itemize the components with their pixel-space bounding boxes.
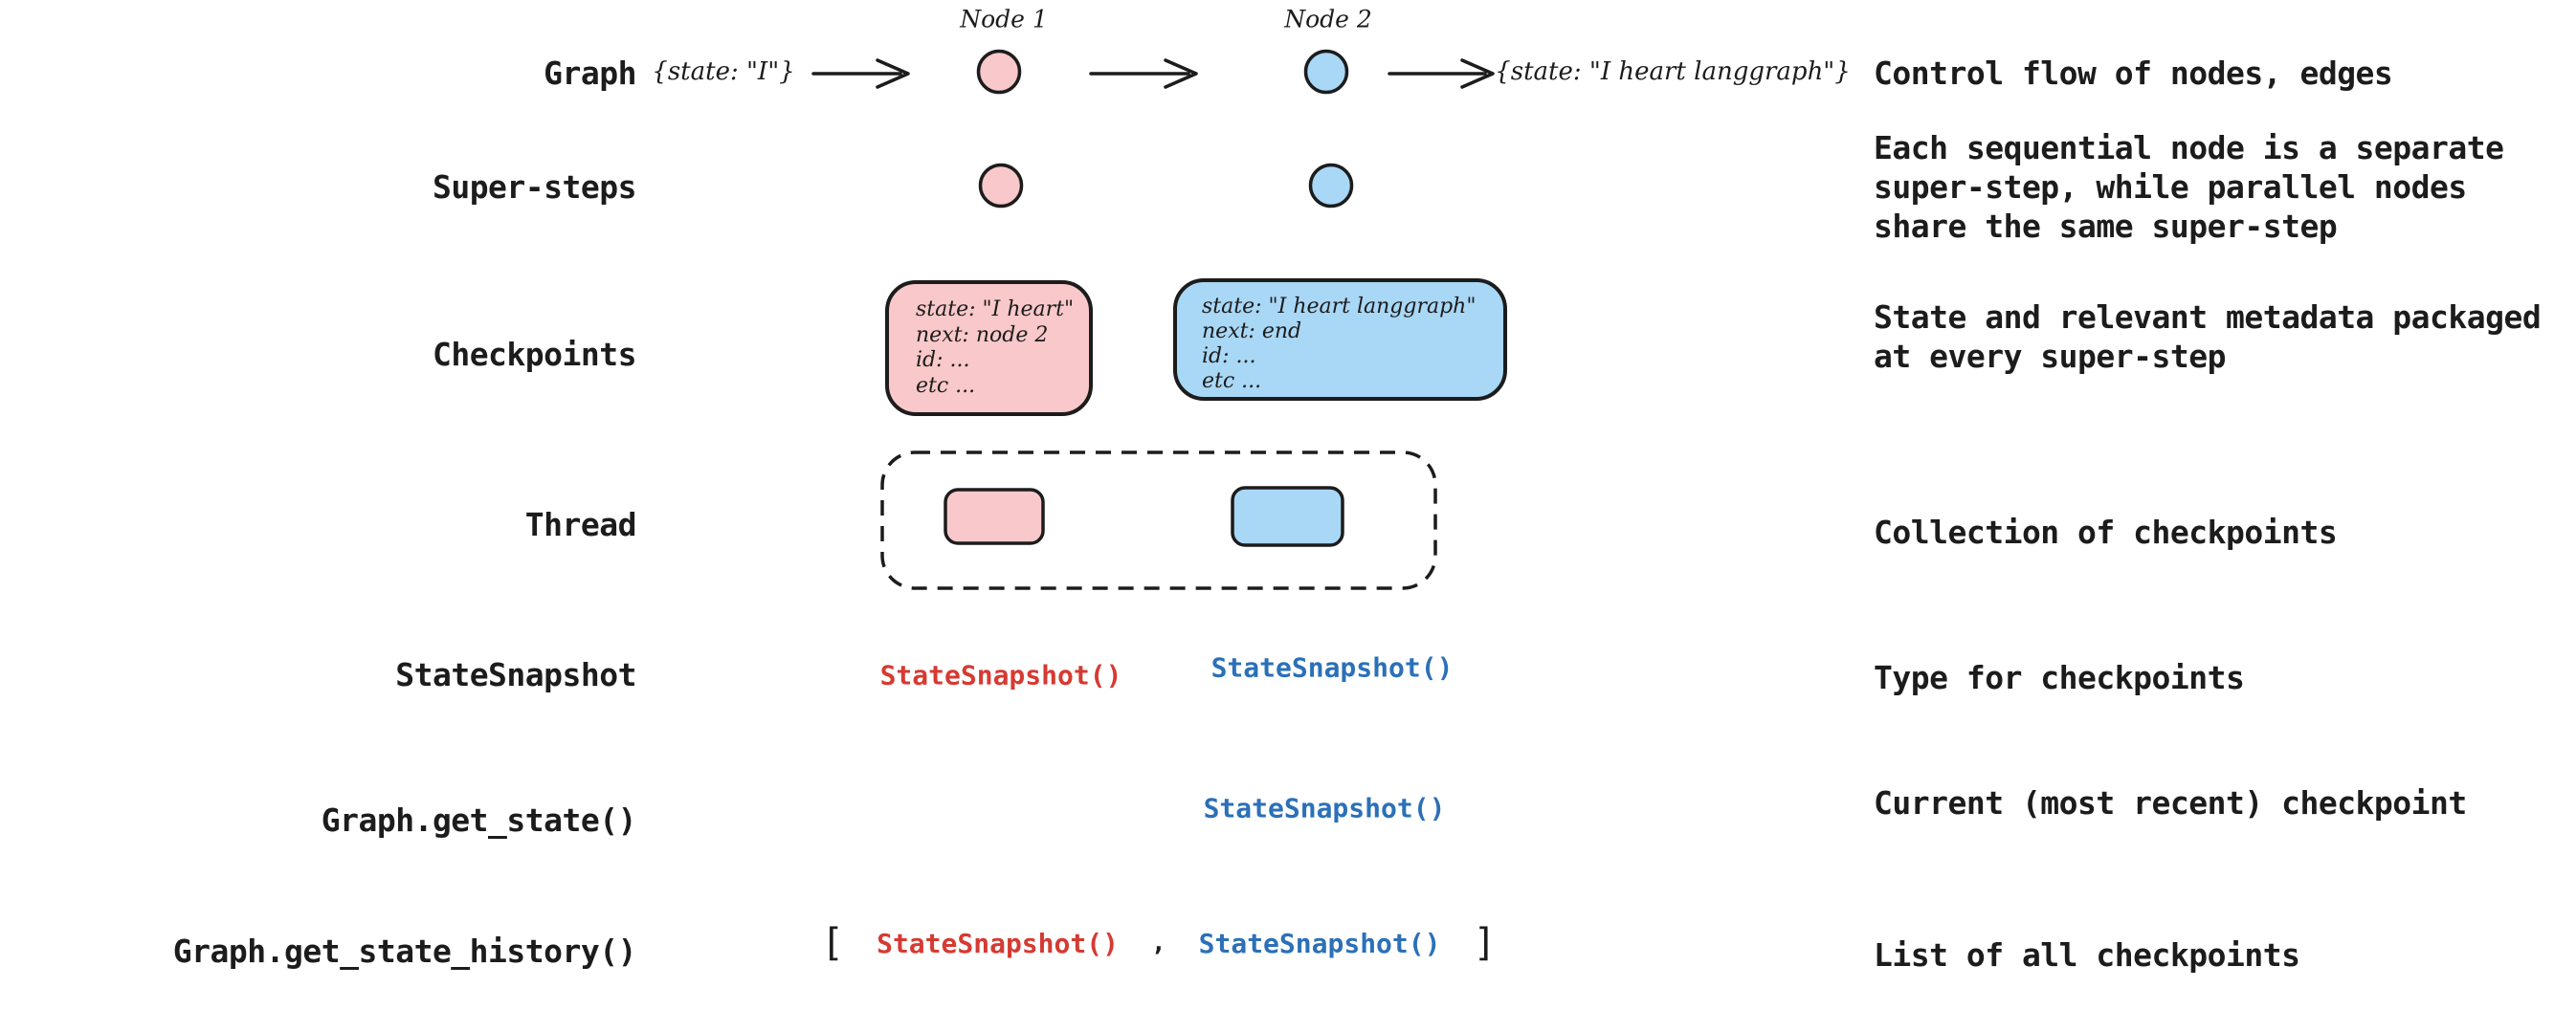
checkpoint-pink-line-state: state: "I heart" bbox=[916, 297, 1075, 321]
description-thread: Collection of checkpoints bbox=[1874, 513, 2338, 552]
node1-label: Node 1 bbox=[960, 5, 1048, 33]
arrow-node1-to-node2-head bbox=[1164, 58, 1198, 89]
node1-circle bbox=[976, 49, 1022, 95]
description-line: Type for checkpoints bbox=[1874, 659, 2245, 696]
description-checkpoints: State and relevant metadata packaged at … bbox=[1874, 297, 2542, 376]
thread-pink-checkpoint bbox=[944, 488, 1045, 545]
node2-circle bbox=[1303, 49, 1349, 95]
label-get-state: Graph.get_state() bbox=[321, 801, 637, 839]
state-snapshot-red-token: StateSnapshot() bbox=[879, 659, 1122, 692]
description-line: List of all checkpoints bbox=[1874, 936, 2300, 974]
checkpoint-pink-box bbox=[885, 280, 1093, 416]
superstep1-circle bbox=[978, 163, 1024, 209]
get-state-history-result: [ StateSnapshot() , StateSnapshot() ] bbox=[821, 918, 1497, 968]
label-graph: Graph bbox=[544, 55, 636, 92]
description-graph: Control flow of nodes, edges bbox=[1874, 54, 2393, 93]
checkpoint-pink-line-etc: etc ... bbox=[916, 373, 976, 398]
label-state-snapshot: StateSnapshot bbox=[395, 656, 636, 693]
checkpoint-blue-line-id: id: ... bbox=[1202, 344, 1256, 368]
checkpoint-pink-line-next: next: node 2 bbox=[916, 322, 1049, 347]
superstep2-circle bbox=[1308, 163, 1354, 209]
label-super-steps: Super-steps bbox=[432, 168, 637, 206]
checkpoint-blue-line-state: state: "I heart langgraph" bbox=[1202, 295, 1477, 318]
description-state-snapshot: Type for checkpoints bbox=[1874, 658, 2245, 697]
checkpoint-pink-line-id: id: ... bbox=[916, 348, 970, 372]
arrow-input-to-node1-head bbox=[876, 58, 910, 89]
description-line: Current (most recent) checkpoint bbox=[1874, 784, 2467, 822]
description-line: Collection of checkpoints bbox=[1874, 514, 2338, 551]
checkpoint-blue-line-next: next: end bbox=[1202, 319, 1302, 343]
description-get-state-history: List of all checkpoints bbox=[1874, 935, 2300, 975]
input-state-text: {state: "I"} bbox=[652, 57, 795, 86]
state-snapshot-blue-token: StateSnapshot() bbox=[1210, 651, 1454, 684]
description-get-state: Current (most recent) checkpoint bbox=[1874, 783, 2467, 823]
output-state-text: {state: "I heart langgraph"} bbox=[1495, 57, 1851, 86]
list-bracket-close: ] bbox=[1473, 921, 1497, 965]
thread-blue-checkpoint bbox=[1231, 486, 1344, 547]
checkpoint-pink-text: state: "I heart" next: node 2 id: ... et… bbox=[916, 297, 1074, 399]
list-comma: , bbox=[1150, 929, 1166, 957]
checkpoint-blue-text: state: "I heart langgraph" next: end id:… bbox=[1202, 295, 1476, 394]
description-super-steps: Each sequential node is a separate super… bbox=[1874, 128, 2504, 246]
list-bracket-open: [ bbox=[821, 921, 845, 965]
description-line: at every super-step bbox=[1874, 338, 2227, 375]
checkpoint-blue-line-etc: etc ... bbox=[1202, 369, 1262, 393]
label-checkpoints: Checkpoints bbox=[432, 336, 637, 373]
description-line: State and relevant metadata packaged bbox=[1874, 298, 2542, 336]
get-state-result-token: StateSnapshot() bbox=[1203, 792, 1446, 824]
history-blue-snapshot-token: StateSnapshot() bbox=[1198, 927, 1441, 959]
description-line: super-step, while parallel nodes bbox=[1874, 168, 2467, 206]
description-line: Each sequential node is a separate bbox=[1874, 129, 2504, 166]
label-get-state-history: Graph.get_state_history() bbox=[172, 933, 637, 970]
history-red-snapshot-token: StateSnapshot() bbox=[877, 927, 1119, 959]
checkpoint-blue-box bbox=[1173, 278, 1507, 401]
node2-label: Node 2 bbox=[1284, 5, 1372, 33]
arrow-node2-to-output-head bbox=[1460, 58, 1495, 89]
description-line: Control flow of nodes, edges bbox=[1874, 55, 2393, 92]
description-line: share the same super-step bbox=[1874, 208, 2338, 245]
thread-dashed-box bbox=[880, 450, 1437, 590]
label-thread: Thread bbox=[524, 506, 637, 543]
